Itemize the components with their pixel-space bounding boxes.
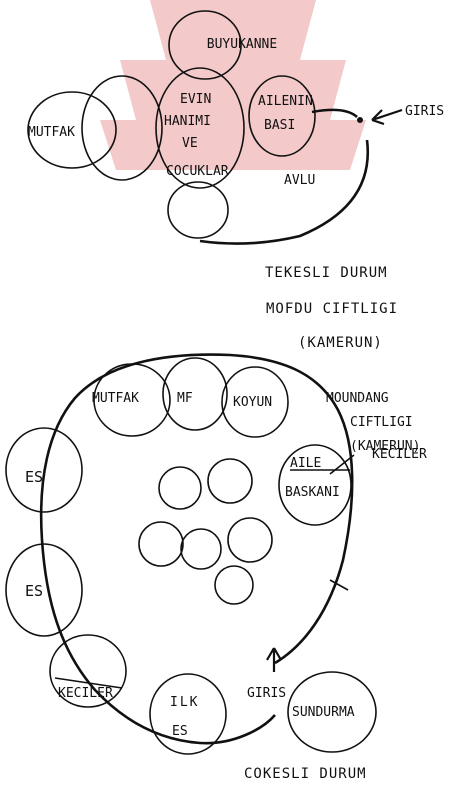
label-aile-baskani-2: BASKANI xyxy=(285,485,340,500)
label-mf: MF xyxy=(177,391,193,406)
hut-mutfak-bottom xyxy=(93,363,171,437)
label-es-upper: ES xyxy=(25,468,43,486)
bottom-compound-wall xyxy=(39,353,354,745)
hut-keciler-left xyxy=(49,634,127,708)
granary-4 xyxy=(180,528,222,570)
caption-tekesli-2: MOFDU CIFTLIGI xyxy=(266,301,398,317)
label-sundurma: SUNDURMA xyxy=(292,705,355,720)
caption-cokesli: COKESLI DURUM xyxy=(244,766,367,782)
granary-3 xyxy=(138,521,184,567)
hut-evin-hanimi xyxy=(155,67,245,189)
label-giris-top: GIRIS xyxy=(405,104,444,119)
label-aile-basi-2: BASI xyxy=(264,118,295,133)
label-mutfak-bottom: MUTFAK xyxy=(92,391,139,406)
entrance-arrow-bottom xyxy=(266,647,282,672)
granary-6 xyxy=(214,565,254,605)
granary-5 xyxy=(227,517,273,563)
hut-kitchen-annex xyxy=(81,75,163,181)
hut-koyun xyxy=(221,366,289,438)
caption-tekesli-3: (KAMERUN) xyxy=(298,335,383,351)
label-ilk-es-1: ILK xyxy=(170,695,199,710)
label-giris-bottom: GIRIS xyxy=(247,686,286,701)
label-aile-baskani-1: AILE xyxy=(290,456,321,471)
caption-tekesli-1: TEKESLI DURUM xyxy=(265,265,388,281)
granary-1 xyxy=(158,466,202,510)
hut-es-lower xyxy=(5,543,83,637)
top-compound: BUYUKANNE MUTFAK EVIN HANIMI VE COCUKLAR… xyxy=(27,10,444,351)
hut-buyukanne xyxy=(168,10,242,80)
hut-aile-baskani xyxy=(278,444,352,526)
entrance-marker xyxy=(357,117,363,123)
hut-ilk-es xyxy=(149,673,227,755)
label-keciler-right: KECILER xyxy=(372,447,427,462)
label-evin-hanimi-3: VE xyxy=(182,136,198,151)
label-es-lower: ES xyxy=(25,582,43,600)
label-evin-hanimi-4: COCUKLAR xyxy=(166,164,229,179)
hut-es-upper xyxy=(5,427,83,513)
side-caption-moundang-1: MOUNDANG xyxy=(326,391,389,406)
keciler-left-divider xyxy=(54,677,123,689)
bottom-compound: MUTFAK MF KOYUN ES ES AILE BASKANI KECIL… xyxy=(5,353,427,782)
label-buyukanne: BUYUKANNE xyxy=(207,37,277,52)
hut-mf xyxy=(162,357,228,431)
entrance-arrow xyxy=(371,108,403,126)
label-evin-hanimi-2: HANIMI xyxy=(164,114,211,129)
top-compound-wall xyxy=(199,108,370,245)
side-caption-moundang-3: (KAMERUN) xyxy=(350,439,420,454)
hut-sundurma xyxy=(287,671,377,753)
label-koyun: KOYUN xyxy=(233,395,272,410)
label-ilk-es-2: ES xyxy=(172,724,188,739)
keciler-pointer xyxy=(329,454,355,475)
label-evin-hanimi-1: EVIN xyxy=(180,92,211,107)
side-caption-moundang-2: CIFTLIGI xyxy=(350,415,413,430)
label-keciler-left: KECILER xyxy=(58,686,113,701)
hut-mutfak xyxy=(27,91,117,169)
wall-gap-marker xyxy=(329,579,349,591)
label-aile-basi-1: AILENIN xyxy=(258,94,313,109)
granary-2 xyxy=(207,458,253,504)
label-mutfak-top: MUTFAK xyxy=(28,125,75,140)
hut-aile-basi xyxy=(248,75,316,157)
label-avlu: AVLU xyxy=(284,173,315,188)
hut-storage xyxy=(167,181,229,239)
